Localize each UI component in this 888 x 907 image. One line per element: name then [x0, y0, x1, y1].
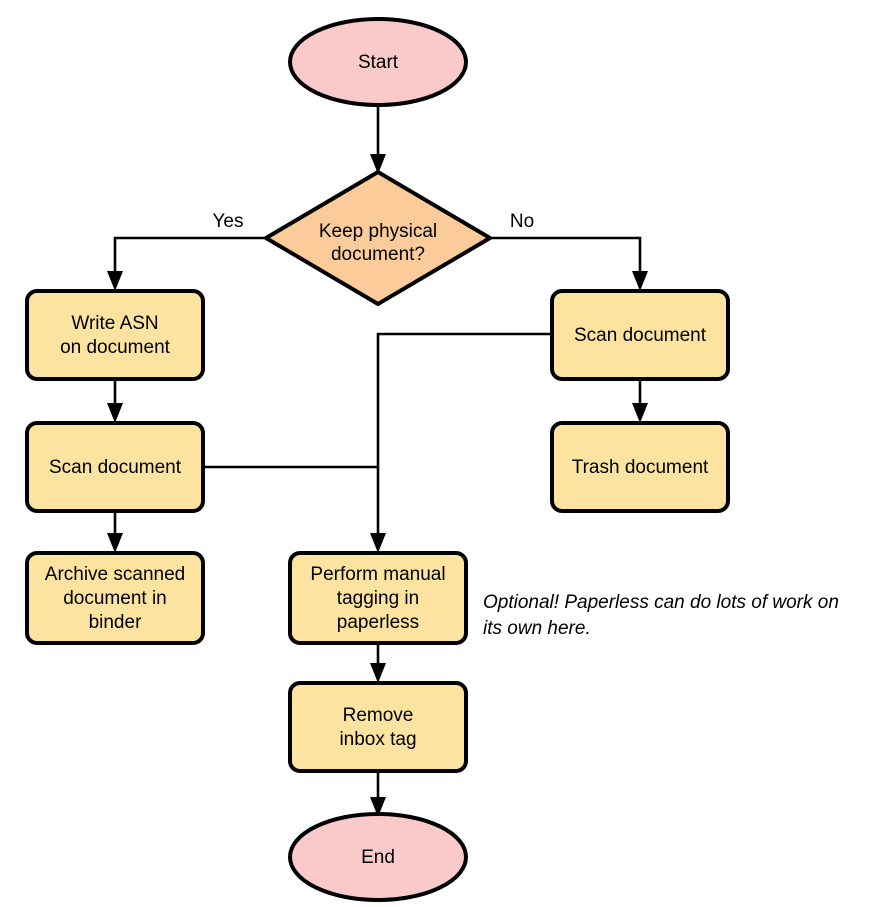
node-start[interactable]: Start	[288, 17, 468, 107]
edge-scan-right-to-trash	[632, 379, 648, 423]
node-scan-document-left[interactable]: Scan document	[25, 421, 205, 513]
node-archive-label-line2: document in	[63, 588, 167, 609]
arrowhead-icon	[107, 271, 123, 291]
arrowhead-icon	[632, 403, 648, 423]
node-remove-inbox-label-line1: Remove	[343, 705, 414, 726]
edge-line	[490, 236, 642, 280]
node-trash-document[interactable]: Trash document	[550, 421, 730, 513]
arrowhead-icon	[107, 533, 123, 553]
scan-document-left-rect[interactable]	[25, 421, 205, 513]
node-scan-document-right[interactable]: Scan document	[550, 289, 730, 381]
node-archive-label-line1: Archive scanned	[45, 564, 185, 585]
node-start-label: Start	[358, 52, 399, 73]
arrowhead-icon	[107, 403, 123, 423]
node-end[interactable]: End	[288, 812, 468, 902]
edge-scan-left-to-archive	[107, 511, 123, 553]
node-perform-manual-tagging[interactable]: Perform manual tagging in paperless	[288, 551, 468, 645]
node-tagging-label-line3: paperless	[337, 612, 419, 633]
annotation-optional-note: Optional! Paperless can do lots of work …	[483, 592, 839, 639]
node-scan-document-left-label: Scan document	[49, 457, 182, 478]
tagging-rect[interactable]	[288, 551, 468, 645]
remove-inbox-tag-rect[interactable]	[288, 681, 468, 773]
node-remove-inbox-tag[interactable]: Remove inbox tag	[288, 681, 468, 773]
node-tagging-label-line2: tagging in	[337, 588, 419, 609]
node-decision-label-line2: document?	[331, 244, 425, 265]
edge-write-asn-to-scan-left	[107, 379, 123, 423]
arrowhead-icon	[370, 797, 386, 817]
write-asn-rect[interactable]	[25, 289, 205, 381]
node-decision-label-line1: Keep physical	[319, 221, 437, 242]
edge-scan-right-to-tagging	[370, 332, 552, 553]
arrowhead-icon	[370, 663, 386, 683]
annotation-line1: Optional! Paperless can do lots of work …	[483, 592, 839, 613]
node-decision-keep-physical-document[interactable]: Keep physical document?	[264, 170, 492, 306]
node-remove-inbox-label-line2: inbox tag	[339, 729, 416, 750]
trash-document-rect[interactable]	[550, 421, 730, 513]
node-scan-document-right-label: Scan document	[574, 325, 707, 346]
node-trash-document-label: Trash document	[572, 457, 709, 478]
edge-start-to-decision	[370, 104, 386, 174]
node-write-asn-label-line1: Write ASN	[71, 313, 158, 334]
archive-rect[interactable]	[25, 551, 205, 645]
edge-label-no: No	[510, 211, 534, 232]
edge-decision-no-to-scan-right	[490, 236, 648, 291]
node-write-asn-on-document[interactable]: Write ASN on document	[25, 289, 205, 381]
arrowhead-icon	[632, 271, 648, 291]
end-ellipse[interactable]	[288, 812, 468, 902]
node-archive-label-line3: binder	[89, 612, 142, 633]
node-archive-scanned-document[interactable]: Archive scanned document in binder	[25, 551, 205, 645]
annotation-line2: its own here.	[483, 618, 591, 639]
decision-diamond[interactable]	[264, 170, 492, 306]
edge-line	[113, 236, 265, 280]
scan-document-right-rect[interactable]	[550, 289, 730, 381]
node-end-label: End	[361, 847, 395, 868]
node-write-asn-label-line2: on document	[60, 337, 171, 358]
node-tagging-label-line1: Perform manual	[310, 564, 445, 585]
edge-remove-inbox-to-end	[370, 771, 386, 817]
edge-label-yes: Yes	[213, 211, 244, 232]
edge-line	[376, 332, 552, 542]
arrowhead-icon	[370, 154, 386, 174]
arrowhead-icon	[370, 533, 386, 553]
start-ellipse[interactable]	[288, 17, 468, 107]
edge-decision-yes-to-write-asn	[107, 236, 265, 291]
edge-tagging-to-remove-inbox	[370, 643, 386, 683]
